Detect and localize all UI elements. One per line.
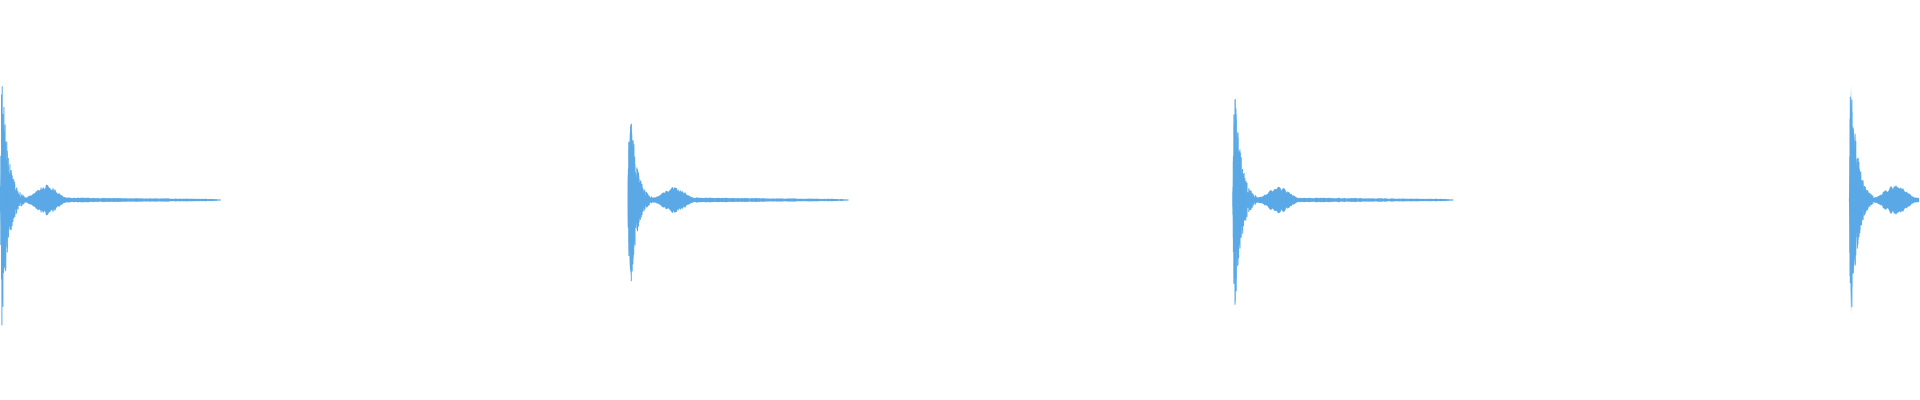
audio-clip-4[interactable] <box>1848 85 1919 315</box>
audio-clips-layer <box>0 85 1919 326</box>
audio-clip-1[interactable] <box>0 86 221 326</box>
audio-clip-3[interactable] <box>1232 99 1454 305</box>
audio-clip-2[interactable] <box>627 123 849 282</box>
waveform-envelope <box>1849 85 1919 315</box>
